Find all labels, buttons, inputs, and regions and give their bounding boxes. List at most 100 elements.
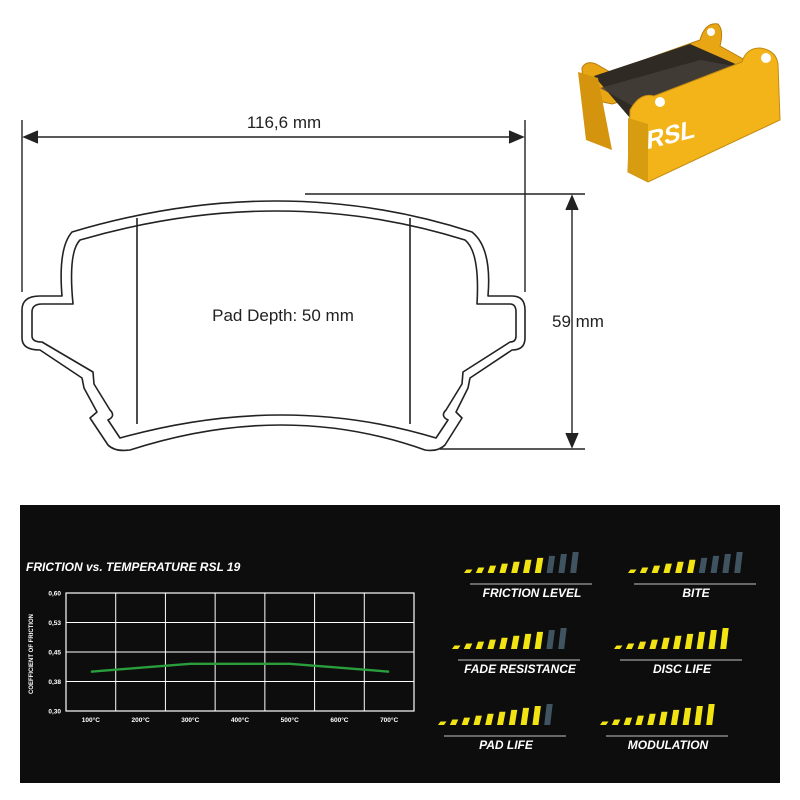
metric-bar <box>708 629 717 649</box>
metric-label: FADE RESISTANCE <box>464 662 577 676</box>
metric-bar <box>663 563 672 573</box>
y-tick-label: 0,60 <box>48 591 61 598</box>
metric-friction-level: FRICTION LEVEL <box>464 552 592 600</box>
metric-bar <box>485 713 494 725</box>
metric-bar <box>497 711 506 725</box>
metric-label: MODULATION <box>628 738 709 752</box>
metric-bar <box>534 631 544 649</box>
metric-label: PAD LIFE <box>479 738 534 752</box>
x-tick-label: 300°C <box>181 716 199 724</box>
metric-bar <box>635 715 644 725</box>
height-label: 59 mm <box>552 312 604 331</box>
y-tick-label: 0,53 <box>48 620 61 627</box>
metric-bar <box>464 569 473 573</box>
height-dimension <box>305 193 585 450</box>
metric-bar <box>696 631 706 649</box>
metric-bar <box>651 565 661 573</box>
metric-bar <box>628 569 637 573</box>
metric-bar <box>682 707 692 725</box>
metric-bar <box>508 709 518 725</box>
y-tick-label: 0,38 <box>48 679 61 686</box>
metric-bar <box>639 567 649 573</box>
metric-bar <box>734 552 743 573</box>
x-tick-label: 200°C <box>132 716 150 724</box>
x-tick-label: 700°C <box>380 716 398 724</box>
metric-bar <box>520 707 530 725</box>
metric-bar <box>698 557 708 573</box>
metric-bar <box>532 705 541 725</box>
x-tick-label: 100°C <box>82 716 100 724</box>
pad-outline <box>21 200 526 452</box>
metric-bar <box>625 643 635 649</box>
x-tick-labels: 100°C 200°C 300°C 400°C 500°C 600°C 700°C <box>82 716 399 724</box>
metric-label: DISC LIFE <box>653 662 712 676</box>
metric-bar <box>511 561 520 573</box>
metric-bar <box>611 719 621 725</box>
metric-bite: BITE <box>628 552 756 600</box>
metric-bar <box>534 557 544 573</box>
y-tick-label: 0,45 <box>48 650 61 657</box>
metric-bar <box>558 628 567 649</box>
metric-bar <box>452 645 461 649</box>
y-tick-labels: 0,30 0,38 0,45 0,53 0,60 <box>48 591 61 716</box>
metric-bar <box>623 717 633 725</box>
metric-bar <box>558 553 567 573</box>
metric-bar <box>673 635 682 649</box>
chart-title: FRICTION vs. TEMPERATURE RSL 19 <box>26 560 241 574</box>
metric-bar <box>720 628 729 649</box>
metric-bar <box>710 555 720 573</box>
brake-pad-product-image: RSL <box>578 23 781 183</box>
chart-series <box>90 662 390 673</box>
metric-bar <box>522 633 532 649</box>
y-tick-label: 0,30 <box>48 709 61 716</box>
metric-bar <box>722 553 731 573</box>
metric-bar <box>570 552 579 573</box>
metric-bar <box>475 567 485 573</box>
chart-grid <box>65 592 415 712</box>
metric-bar <box>499 637 508 649</box>
performance-panel: FRICTION vs. TEMPERATURE RSL 19 COEFFICI… <box>20 505 780 783</box>
width-label: 116,6 mm <box>247 113 321 132</box>
metric-fade-resistance: FADE RESISTANCE <box>452 628 580 676</box>
metric-label: BITE <box>682 586 710 600</box>
metric-modulation: MODULATION <box>600 704 728 752</box>
metric-bar <box>614 645 623 649</box>
metric-bar <box>675 561 684 573</box>
x-tick-label: 600°C <box>330 716 348 724</box>
metric-bar <box>670 709 680 725</box>
metric-bar <box>461 717 471 725</box>
metric-bar <box>546 629 555 649</box>
metric-bar <box>649 639 658 649</box>
y-axis-label: COEFFICIENT OF FRICTION <box>29 614 35 694</box>
metric-bar <box>637 641 647 649</box>
metric-bar <box>475 641 485 649</box>
metric-bar <box>438 721 447 725</box>
metric-disc-life: DISC LIFE <box>614 628 742 676</box>
pad-technical-drawing: 116,6 mm 59 mm Pad Depth: 50 mm RSL <box>21 23 781 452</box>
width-dimension <box>21 120 526 292</box>
pad-depth-label: Pad Depth: 50 mm <box>212 306 354 325</box>
metric-bar <box>687 559 696 573</box>
metric-bar <box>600 721 609 725</box>
x-tick-label: 400°C <box>231 716 249 724</box>
series-line <box>90 662 390 673</box>
metric-bar <box>544 704 553 725</box>
metric-bar <box>499 563 508 573</box>
metric-bar <box>511 635 520 649</box>
metric-bar <box>487 565 497 573</box>
x-tick-label: 500°C <box>281 716 299 724</box>
metric-bar <box>684 633 694 649</box>
metric-bar <box>546 555 556 573</box>
metric-bar <box>706 704 715 725</box>
metric-label: FRICTION LEVEL <box>483 586 582 600</box>
metric-bar <box>661 637 670 649</box>
metric-bar <box>463 643 473 649</box>
performance-metrics: FRICTION LEVEL BITE FADE RESISTANCE DISC LI… <box>438 552 756 752</box>
metric-bar <box>694 705 703 725</box>
metric-pad-life: PAD LIFE <box>438 704 566 752</box>
metric-bar <box>647 713 656 725</box>
metric-bar <box>487 639 496 649</box>
metric-bar <box>659 711 668 725</box>
metric-bar <box>473 715 482 725</box>
metric-bar <box>449 719 459 725</box>
